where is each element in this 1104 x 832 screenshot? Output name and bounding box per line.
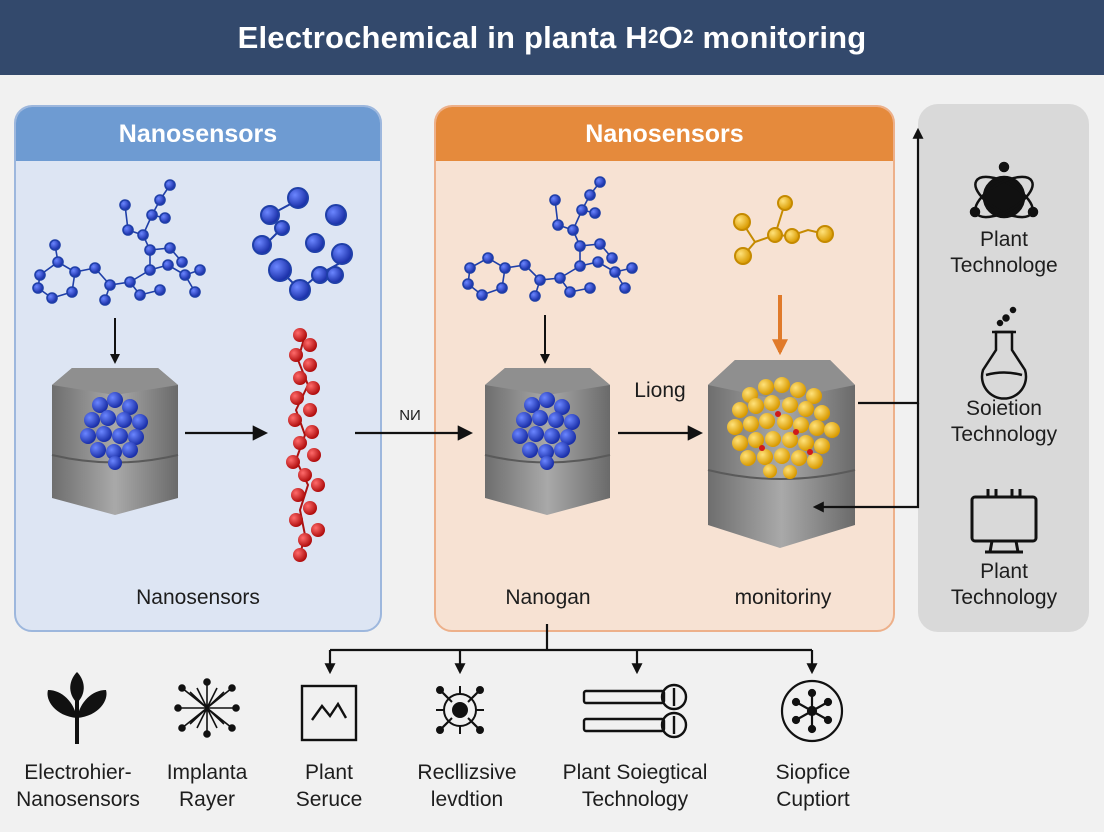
left-panel-header: Nanosensors: [16, 107, 380, 161]
between-panels-label: NИ: [399, 407, 421, 424]
side-item-line2: Technology: [950, 586, 1058, 609]
sensor-cylinder-gold: [707, 360, 856, 548]
middle-caption-right: monitoriny: [734, 586, 832, 609]
title-mid: O: [658, 19, 683, 55]
bottom-item-line1: Siopfice: [775, 761, 851, 784]
title-sub2: 2: [682, 26, 694, 48]
bottom-item-line2: Technology: [581, 788, 689, 811]
middle-caption-left: Nanogan: [505, 586, 591, 609]
bottom-item-siopfice: Siopfice Cuptiort: [776, 759, 851, 813]
side-item-line1: Plant: [980, 228, 1028, 251]
title-prefix: Electrochemical in planta H: [237, 19, 648, 55]
bottom-item-plant-soiegtical: Plant Soiegtical Technology: [563, 759, 708, 813]
bottom-item-implanta: Implanta Rayer: [167, 759, 248, 813]
side-item-soietion-technology: Soietion Technology: [951, 396, 1057, 448]
blue-molecule-network-middle: [462, 176, 638, 302]
bottom-item-electrohier: Electrohier- Nanosensors: [16, 759, 140, 813]
side-item-plant-technology: Plant Technology: [951, 559, 1057, 611]
bottom-item-line1: Electrohier-: [24, 761, 132, 784]
sensor-cylinder-middle: [484, 368, 611, 515]
side-item-line1: Plant: [980, 560, 1028, 583]
side-item-line2: Technology: [950, 423, 1058, 446]
bottom-item-line2: Nanosensors: [16, 788, 140, 811]
side-item-line2: Technologe: [950, 254, 1058, 277]
bottom-item-line1: Implanta: [166, 761, 248, 784]
atom-network-icon: [969, 161, 1039, 219]
middle-panel-header: Nanosensors: [436, 107, 893, 161]
bottom-item-line2: Seruce: [295, 788, 363, 811]
side-item-line1: Soietion: [966, 397, 1042, 420]
bottom-item-plant-seruce: Plant Seruce: [296, 759, 363, 813]
blue-molecule-network-left: [32, 179, 206, 306]
red-molecule-chain: [286, 328, 325, 562]
bottom-item-line2: Cuptiort: [776, 788, 850, 811]
flask-icon: [980, 306, 1028, 400]
gear-network-icon: [436, 686, 484, 734]
gold-molecule: [733, 195, 834, 265]
sensor-cylinder-left: [51, 368, 179, 515]
plant-leaf-icon: [47, 672, 107, 744]
left-panel-caption: Nanosensors: [136, 586, 260, 609]
middle-arrow-label: Liong: [634, 379, 686, 402]
bottom-connector-tree: [324, 624, 818, 675]
bottom-item-line2: Rayer: [178, 788, 236, 811]
arrow-up-to-right-panel: [858, 127, 924, 405]
signal-chart-icon: [300, 684, 358, 742]
bottom-item-line1: Plant Soiegtical: [562, 761, 708, 784]
bottom-item-line1: Plant: [305, 761, 353, 784]
bottom-item-line1: Recllizsive: [417, 761, 517, 784]
probe-electrodes-icon: [582, 683, 688, 739]
side-item-plant-technologe: Plant Technologe: [950, 227, 1057, 279]
blue-atom-cluster-left: [252, 187, 353, 301]
title-suffix: monitoring: [693, 19, 867, 55]
arrow-back-to-cylinder: [812, 403, 920, 513]
network-star-icon: [174, 678, 240, 738]
title-sub1: 2: [647, 26, 659, 48]
bottom-item-recllizsive: Recllizsive levdtion: [417, 759, 516, 813]
monitor-icon: [970, 489, 1038, 554]
hub-circle-icon: [780, 679, 844, 743]
bottom-item-line2: levdtion: [430, 788, 504, 811]
